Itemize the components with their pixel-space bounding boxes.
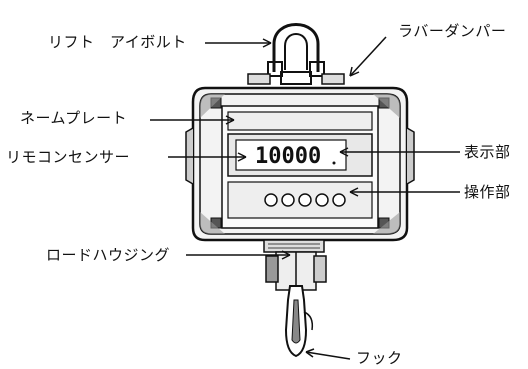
label-display: 表示部 xyxy=(464,143,511,161)
hook xyxy=(284,285,314,358)
operation-button-4[interactable] xyxy=(315,193,329,207)
label-lift-eyebolt: リフト アイボルト xyxy=(48,33,187,51)
display-readout: 10000 xyxy=(255,144,321,169)
label-hook: フック xyxy=(356,349,403,367)
leader-lines xyxy=(150,36,460,360)
operation-panel xyxy=(227,181,373,219)
load-housing xyxy=(263,239,327,291)
rubber-dampers xyxy=(247,73,345,85)
operation-button-3[interactable] xyxy=(298,193,312,207)
display-window: 10000 xyxy=(227,133,373,177)
operation-button-5[interactable] xyxy=(332,193,346,207)
lift-eyebolt xyxy=(267,23,325,85)
name-plate xyxy=(227,111,373,131)
label-remote-sensor: リモコンセンサー xyxy=(6,148,131,166)
label-name-plate: ネームプレート xyxy=(20,109,128,127)
operation-button-1[interactable] xyxy=(264,193,278,207)
label-operation: 操作部 xyxy=(464,183,511,201)
operation-button-2[interactable] xyxy=(281,193,295,207)
label-load-housing: ロードハウジング xyxy=(46,246,171,264)
label-rubber-damper: ラバーダンパー xyxy=(398,22,507,40)
